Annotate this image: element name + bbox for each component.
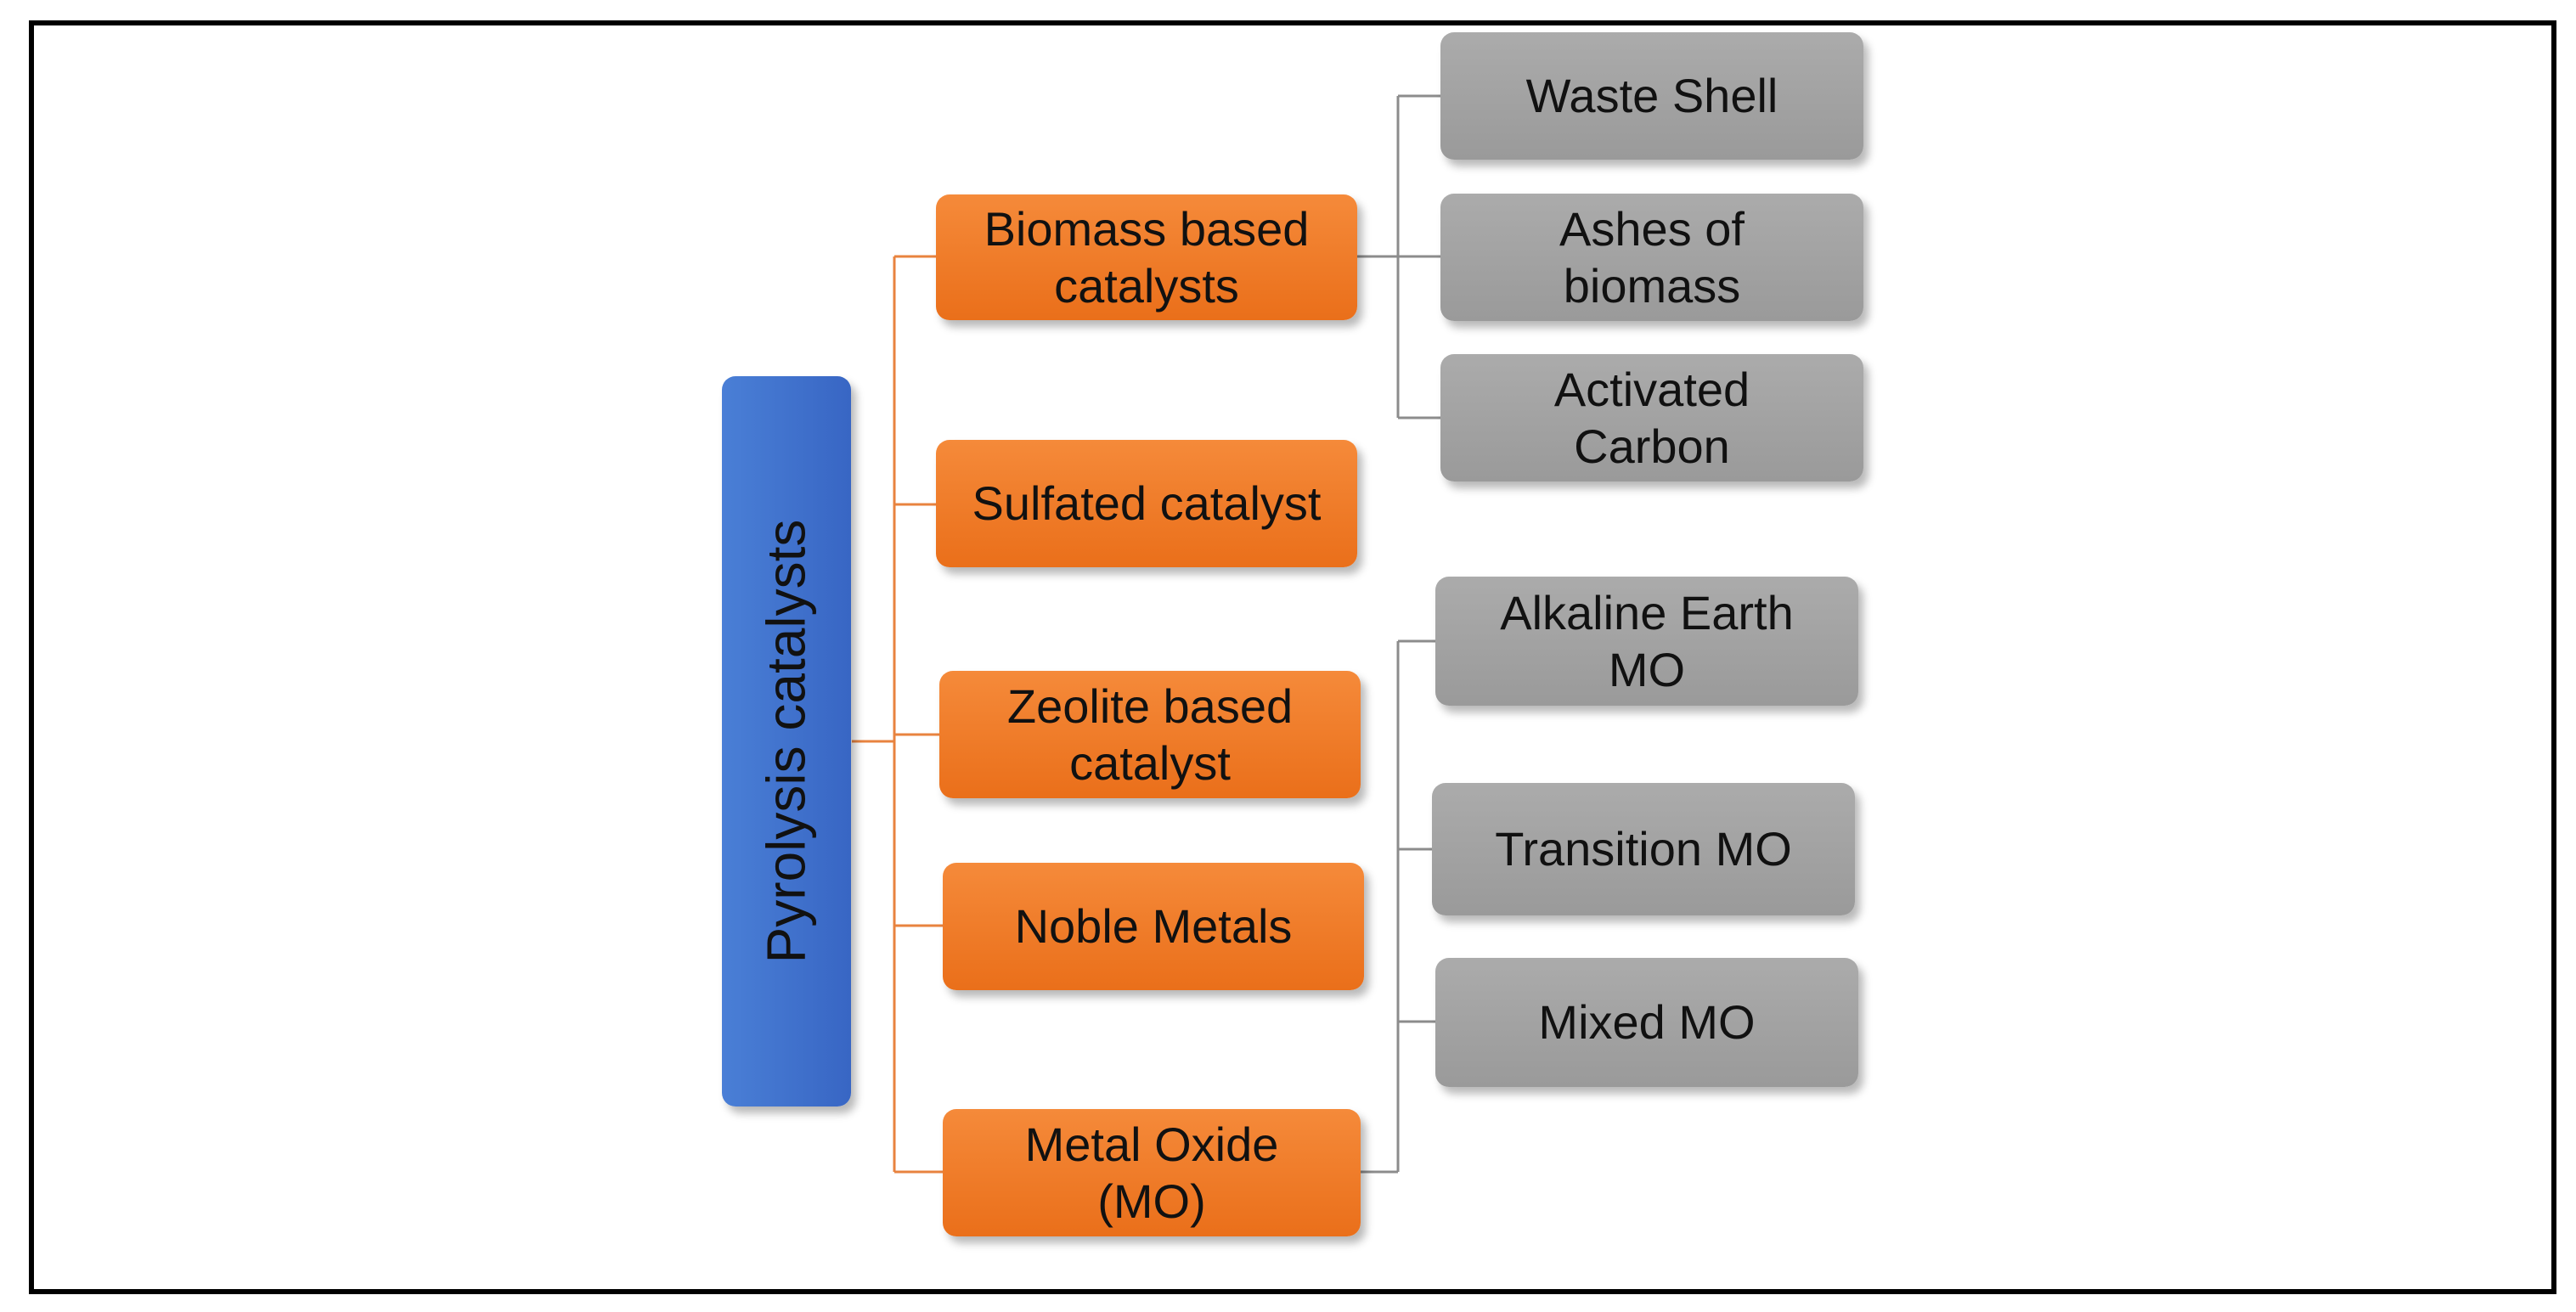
category-label: Biomass based catalysts (984, 201, 1310, 313)
subtype-label: Waste Shell (1525, 69, 1778, 123)
category-zeolite-based-catalyst: Zeolite based catalyst (939, 671, 1361, 798)
subtype-label: Activated Carbon (1553, 362, 1750, 473)
subtype-ashes-of-biomass: Ashes of biomass (1440, 194, 1863, 321)
category-label: Sulfated catalyst (972, 476, 1322, 531)
subtype-label: Mixed MO (1538, 995, 1756, 1050)
subtype-waste-shell: Waste Shell (1440, 32, 1863, 160)
category-noble-metals: Noble Metals (943, 863, 1364, 990)
subtype-activated-carbon: Activated Carbon (1440, 354, 1863, 481)
subtype-label: Transition MO (1495, 822, 1792, 876)
root-node-label: Pyrolysis catalysts (755, 519, 817, 964)
subtype-mixed-mo: Mixed MO (1435, 958, 1858, 1087)
category-label: Metal Oxide (MO) (1024, 1117, 1279, 1228)
subtype-alkaline-earth-mo: Alkaline Earth MO (1435, 577, 1858, 706)
subtype-label: Ashes of biomass (1559, 201, 1745, 313)
category-label: Zeolite based catalyst (1006, 679, 1294, 790)
category-sulfated-catalyst: Sulfated catalyst (936, 440, 1357, 567)
category-label: Noble Metals (1014, 899, 1293, 954)
subtype-label: Alkaline Earth MO (1500, 585, 1794, 696)
subtype-transition-mo: Transition MO (1432, 783, 1855, 915)
root-node: Pyrolysis catalysts (722, 376, 851, 1106)
category-metal-oxide: Metal Oxide (MO) (943, 1109, 1361, 1236)
category-biomass-based-catalysts: Biomass based catalysts (936, 194, 1357, 320)
